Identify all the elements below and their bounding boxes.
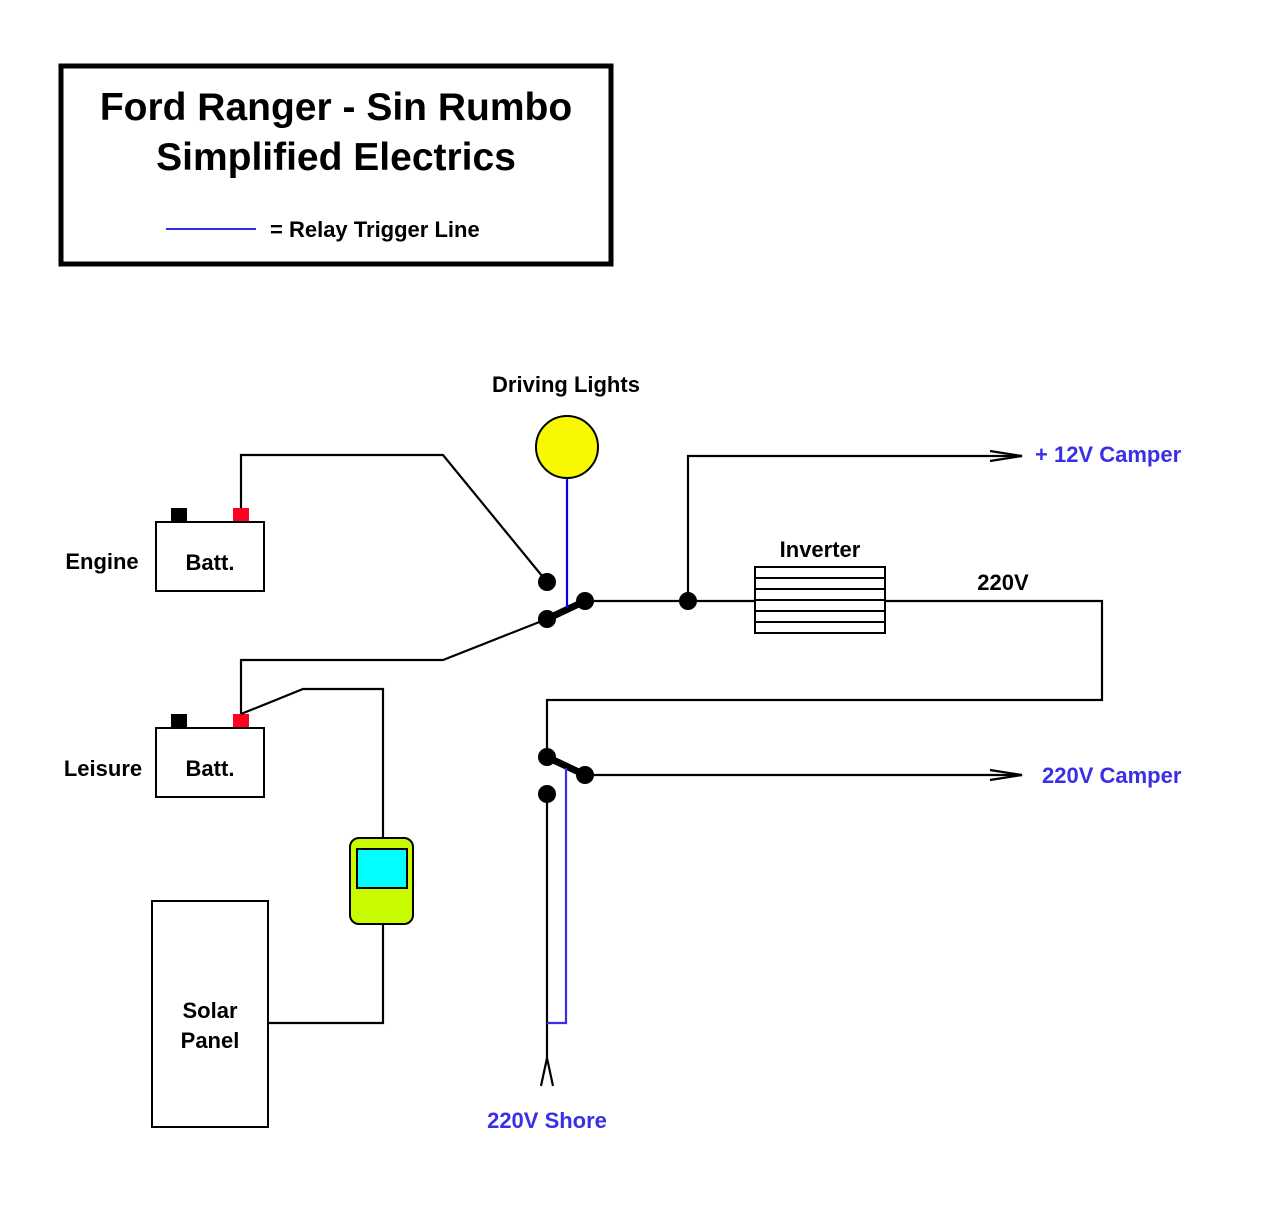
- junction-node: [679, 592, 697, 610]
- wire-controller-to-solar-panel: [268, 924, 385, 1025]
- engine-battery: Batt. Engine: [65, 508, 265, 592]
- relay-12v-switch-arm: [545, 597, 587, 623]
- input-220v-shore-label: 220V Shore: [487, 1108, 607, 1133]
- driving-lights-lamp-icon: [535, 415, 599, 479]
- wire-to-12v-camper: [686, 454, 1022, 601]
- leisure-battery-positive-terminal: [233, 714, 249, 728]
- charge-controller: [349, 837, 414, 925]
- engine-battery-negative-terminal: [171, 508, 187, 522]
- engine-battery-positive-terminal: [233, 508, 249, 522]
- driving-lights-label: Driving Lights: [492, 372, 640, 397]
- inverter-output-label: 220V: [977, 570, 1029, 595]
- solar-panel-body: [151, 900, 269, 1128]
- relay-220v-trigger-line: [547, 768, 568, 1025]
- engine-battery-side-label: Engine: [65, 549, 138, 574]
- engine-battery-label: Batt.: [186, 550, 235, 575]
- wire-leisure-battery-to-relay: [239, 617, 548, 714]
- inverter-fins: [755, 577, 885, 623]
- title-box-border: [58, 63, 614, 267]
- solar-panel: Solar Panel: [151, 900, 269, 1128]
- shore-plug-icon: [539, 1057, 555, 1087]
- wire-leisure-battery-to-controller: [240, 687, 385, 838]
- relay-12v: [538, 478, 697, 628]
- relay-220v: [538, 748, 594, 1025]
- charge-controller-screen: [356, 848, 408, 889]
- relay-220v-switch-arm: [545, 753, 587, 779]
- leisure-battery-label: Batt.: [186, 756, 235, 781]
- wire-inverter-to-220v-relay: [545, 599, 1104, 757]
- output-220v-camper-label: 220V Camper: [1042, 763, 1182, 788]
- leisure-battery-negative-terminal: [171, 714, 187, 728]
- legend-trigger-line-label: = Relay Trigger Line: [270, 217, 480, 242]
- inverter: Inverter 220V: [754, 537, 1029, 634]
- driving-lights: Driving Lights: [492, 372, 640, 479]
- wiring: [239, 449, 1104, 1087]
- engine-battery-body: [155, 521, 265, 592]
- diagram-title: Ford Ranger - Sin Rumbo: [100, 86, 572, 129]
- output-12v-camper-label: + 12V Camper: [1035, 442, 1182, 467]
- diagram-subtitle: Simplified Electrics: [156, 136, 516, 179]
- relay-220v-contact-shore: [538, 785, 556, 803]
- arrow-12v-camper-icon: [989, 449, 1023, 463]
- inverter-label: Inverter: [780, 537, 861, 562]
- arrow-220v-camper-icon: [989, 768, 1023, 782]
- leisure-battery: Batt. Leisure: [64, 714, 265, 798]
- leisure-battery-side-label: Leisure: [64, 756, 142, 781]
- leisure-battery-body: [155, 727, 265, 798]
- solar-panel-label-line1: Solar: [182, 998, 237, 1023]
- solar-panel-label-line2: Panel: [181, 1028, 240, 1053]
- relay-12v-contact-engine: [538, 573, 556, 591]
- title-box: Ford Ranger - Sin Rumbo Simplified Elect…: [58, 63, 614, 267]
- wire-engine-battery-to-relay: [239, 453, 548, 583]
